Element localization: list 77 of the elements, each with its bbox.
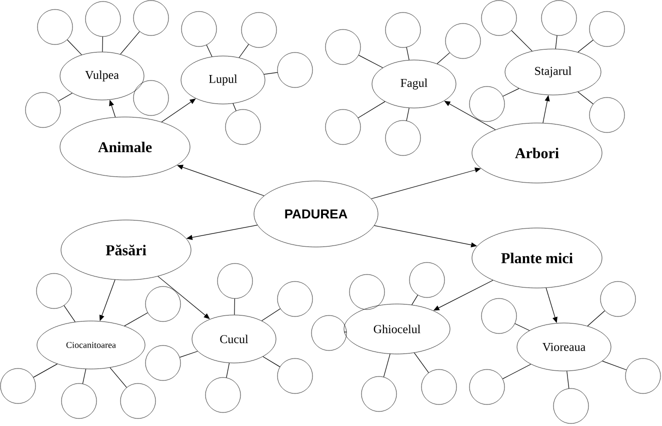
empty-circle (145, 345, 181, 381)
empty-circle (61, 383, 97, 419)
connector-line (64, 305, 76, 322)
connector-line (406, 47, 410, 60)
connector-line (555, 35, 558, 50)
connector-line (262, 356, 280, 368)
empty-circle (469, 86, 505, 122)
empty-circle (469, 369, 505, 405)
connector-line (578, 92, 594, 104)
connector-line (179, 350, 198, 358)
empty-circle (133, 80, 169, 116)
empty-circle (181, 11, 217, 47)
connector-line (383, 354, 390, 378)
empty-circle (0, 368, 36, 404)
empty-circle (385, 12, 421, 48)
connector-line (358, 54, 384, 68)
connector-line (566, 370, 570, 389)
empty-circle (225, 109, 261, 145)
connector-line (587, 310, 606, 326)
connector-line (66, 39, 82, 56)
connector-line (234, 298, 235, 316)
empty-circle (481, 0, 517, 36)
connector-line (232, 103, 236, 111)
empty-circle (409, 262, 445, 298)
empty-circle (37, 9, 73, 45)
connector-line (238, 44, 249, 58)
empty-circle (85, 1, 121, 37)
empty-circle (349, 274, 385, 310)
connector-line (414, 352, 429, 373)
connector-line (511, 30, 532, 52)
empty-circle (361, 376, 397, 412)
connector-line (124, 312, 148, 326)
connector-line (436, 52, 450, 64)
connector-line (412, 294, 418, 306)
empty-circle (385, 120, 421, 156)
connector-line (102, 36, 103, 52)
arrow (177, 164, 264, 196)
connector-line (514, 323, 530, 331)
empty-circle (133, 0, 169, 36)
empty-circle (325, 109, 361, 145)
empty-circle (277, 52, 313, 88)
empty-circle (553, 388, 589, 424)
empty-circle (589, 97, 625, 133)
connector-line (578, 40, 594, 52)
empty-circle (36, 273, 72, 309)
connector-line (602, 360, 627, 370)
empty-circle (25, 92, 61, 128)
empty-circle (120, 383, 156, 419)
empty-circle (217, 263, 253, 299)
empty-circle (541, 0, 577, 36)
connector-line (33, 364, 58, 378)
empty-circle (600, 281, 636, 317)
empty-circle (325, 29, 361, 65)
empty-circle (481, 298, 517, 334)
connector-line (226, 362, 230, 378)
connector-line (110, 367, 127, 388)
empty-circle (277, 281, 313, 317)
empty-circle (145, 286, 181, 322)
empty-circle (241, 12, 277, 48)
empty-circle (311, 315, 347, 351)
connector-line (502, 88, 520, 97)
connector-line (264, 72, 278, 75)
connector-line (206, 44, 212, 57)
arrow (370, 168, 481, 200)
empty-circle (421, 369, 457, 405)
empty-circle (589, 11, 625, 47)
connector-line (406, 108, 410, 121)
connector-line (358, 101, 386, 118)
empty-circle (205, 377, 241, 413)
connector-line (120, 31, 140, 55)
connector-line (58, 92, 73, 102)
connector-line (82, 368, 86, 384)
empty-circle (445, 23, 481, 59)
connector-line (261, 308, 280, 322)
empty-circle (277, 358, 313, 394)
connector-line (502, 364, 532, 380)
empty-circle (625, 358, 661, 394)
